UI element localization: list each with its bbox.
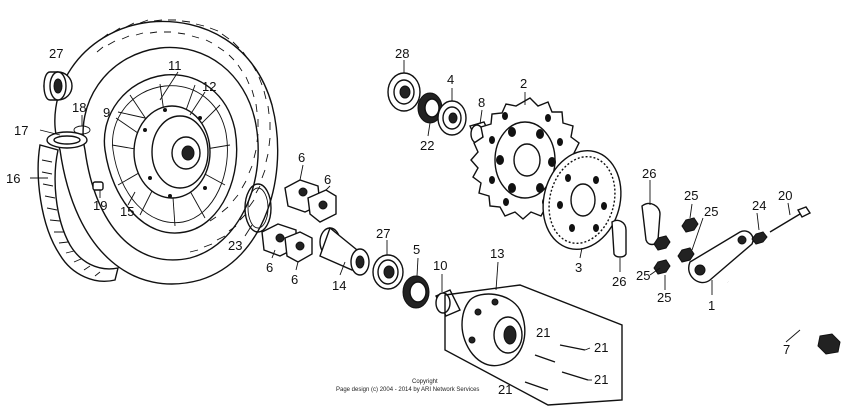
- nut-25-c[interactable]: [653, 259, 671, 275]
- callout-21: 21: [594, 340, 608, 355]
- callout-6: 6: [324, 172, 331, 187]
- callout-3: 3: [575, 260, 582, 275]
- callout-15: 15: [120, 204, 134, 219]
- callout-9: 9: [103, 105, 110, 120]
- nut-25-b[interactable]: [653, 235, 671, 251]
- callout-26: 26: [612, 274, 626, 289]
- callout-1: 1: [708, 298, 715, 313]
- rear-axle-7[interactable]: [727, 280, 841, 355]
- studs-21[interactable]: [524, 344, 589, 391]
- copyright-line-2: Page design (c) 2004 - 2014 by ARI Netwo…: [336, 387, 479, 393]
- callout-labels: 1 2 3 4 5 6 6 6 6 7 8 9 10 11 12 13 14 1…: [6, 46, 792, 397]
- valve-cap-19[interactable]: [92, 181, 104, 191]
- callout-21: 21: [536, 325, 550, 340]
- callout-8: 8: [478, 95, 485, 110]
- callout-13: 13: [490, 246, 504, 261]
- callout-12: 12: [202, 79, 216, 94]
- copyright-notice: Copyright Page design (c) 2004 - 2014 by…: [336, 379, 479, 393]
- callout-14: 14: [332, 278, 346, 293]
- spacer-14[interactable]: [319, 226, 370, 276]
- callout-4: 4: [447, 72, 454, 87]
- callout-6: 6: [266, 260, 273, 275]
- callout-5: 5: [413, 242, 420, 257]
- callout-21: 21: [594, 372, 608, 387]
- callout-24: 24: [752, 198, 766, 213]
- callout-18: 18: [72, 100, 86, 115]
- callout-6: 6: [291, 272, 298, 287]
- collar-10[interactable]: [435, 289, 461, 317]
- damper-6-upper[interactable]: [284, 179, 337, 223]
- callout-23: 23: [228, 238, 242, 253]
- nut-25-a[interactable]: [681, 217, 699, 233]
- callout-28: 28: [395, 46, 409, 61]
- final-driven-flange-13[interactable]: [444, 284, 623, 406]
- callout-19: 19: [93, 198, 107, 213]
- oil-seal-22[interactable]: [417, 92, 443, 124]
- bearing-27-left[interactable]: [43, 71, 73, 101]
- copyright-line-1: Copyright: [412, 379, 438, 385]
- callout-7: 7: [783, 342, 790, 357]
- lock-plate-26-lower[interactable]: [611, 219, 627, 258]
- bolt-20[interactable]: [769, 206, 812, 233]
- damper-6-lower[interactable]: [261, 223, 313, 263]
- callout-6: 6: [298, 150, 305, 165]
- callout-25: 25: [684, 188, 698, 203]
- callout-17: 17: [14, 123, 28, 138]
- callout-25: 25: [636, 268, 650, 283]
- callout-21: 21: [498, 382, 512, 397]
- callout-11: 11: [168, 58, 182, 73]
- chain-adjuster-1[interactable]: [688, 230, 754, 284]
- callout-2: 2: [520, 76, 527, 91]
- callout-26: 26: [642, 166, 656, 181]
- sprocket-guard-3[interactable]: [532, 142, 631, 258]
- nut-25-d[interactable]: [677, 247, 695, 263]
- o-ring-23[interactable]: [244, 183, 272, 233]
- bearing-28[interactable]: [387, 72, 421, 112]
- callout-27: 27: [49, 46, 63, 61]
- callout-27: 27: [376, 226, 390, 241]
- leader-lines: [30, 60, 801, 381]
- callout-25: 25: [657, 290, 671, 305]
- callout-20: 20: [778, 188, 792, 203]
- callout-22: 22: [420, 138, 434, 153]
- rear-wheel[interactable]: [54, 19, 279, 285]
- tire-section[interactable]: [37, 131, 119, 282]
- callout-16: 16: [6, 171, 20, 186]
- bearing-27-center[interactable]: [372, 254, 404, 290]
- oil-seal-5[interactable]: [402, 275, 430, 309]
- bearing-4[interactable]: [437, 100, 467, 136]
- callout-25: 25: [704, 204, 718, 219]
- rim-band-18[interactable]: [73, 125, 91, 135]
- callout-10: 10: [433, 258, 447, 273]
- nut-24[interactable]: [751, 231, 768, 245]
